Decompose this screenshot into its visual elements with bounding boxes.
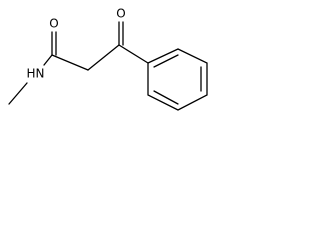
bond-ch2-ketone [87,44,120,71]
atom-label-nitrogen: N [36,67,45,81]
molecule-diagram: O O H N [8,7,208,111]
benzene-inner-1 [153,54,179,68]
structure-canvas: O O H N [0,0,228,132]
atom-label-hydrogen: H [26,67,35,81]
bond-ketone-phenyl [118,44,149,64]
benzene-inner-3 [153,90,179,105]
bond-nmethyl [8,82,28,105]
bond-n-carbonyl [43,54,53,66]
atom-label-oxygen-amide: O [49,17,58,31]
atom-label-oxygen-ketone: O [116,7,125,21]
bond-carbonyl-ch2 [51,54,89,71]
benzene-ring [147,48,208,111]
